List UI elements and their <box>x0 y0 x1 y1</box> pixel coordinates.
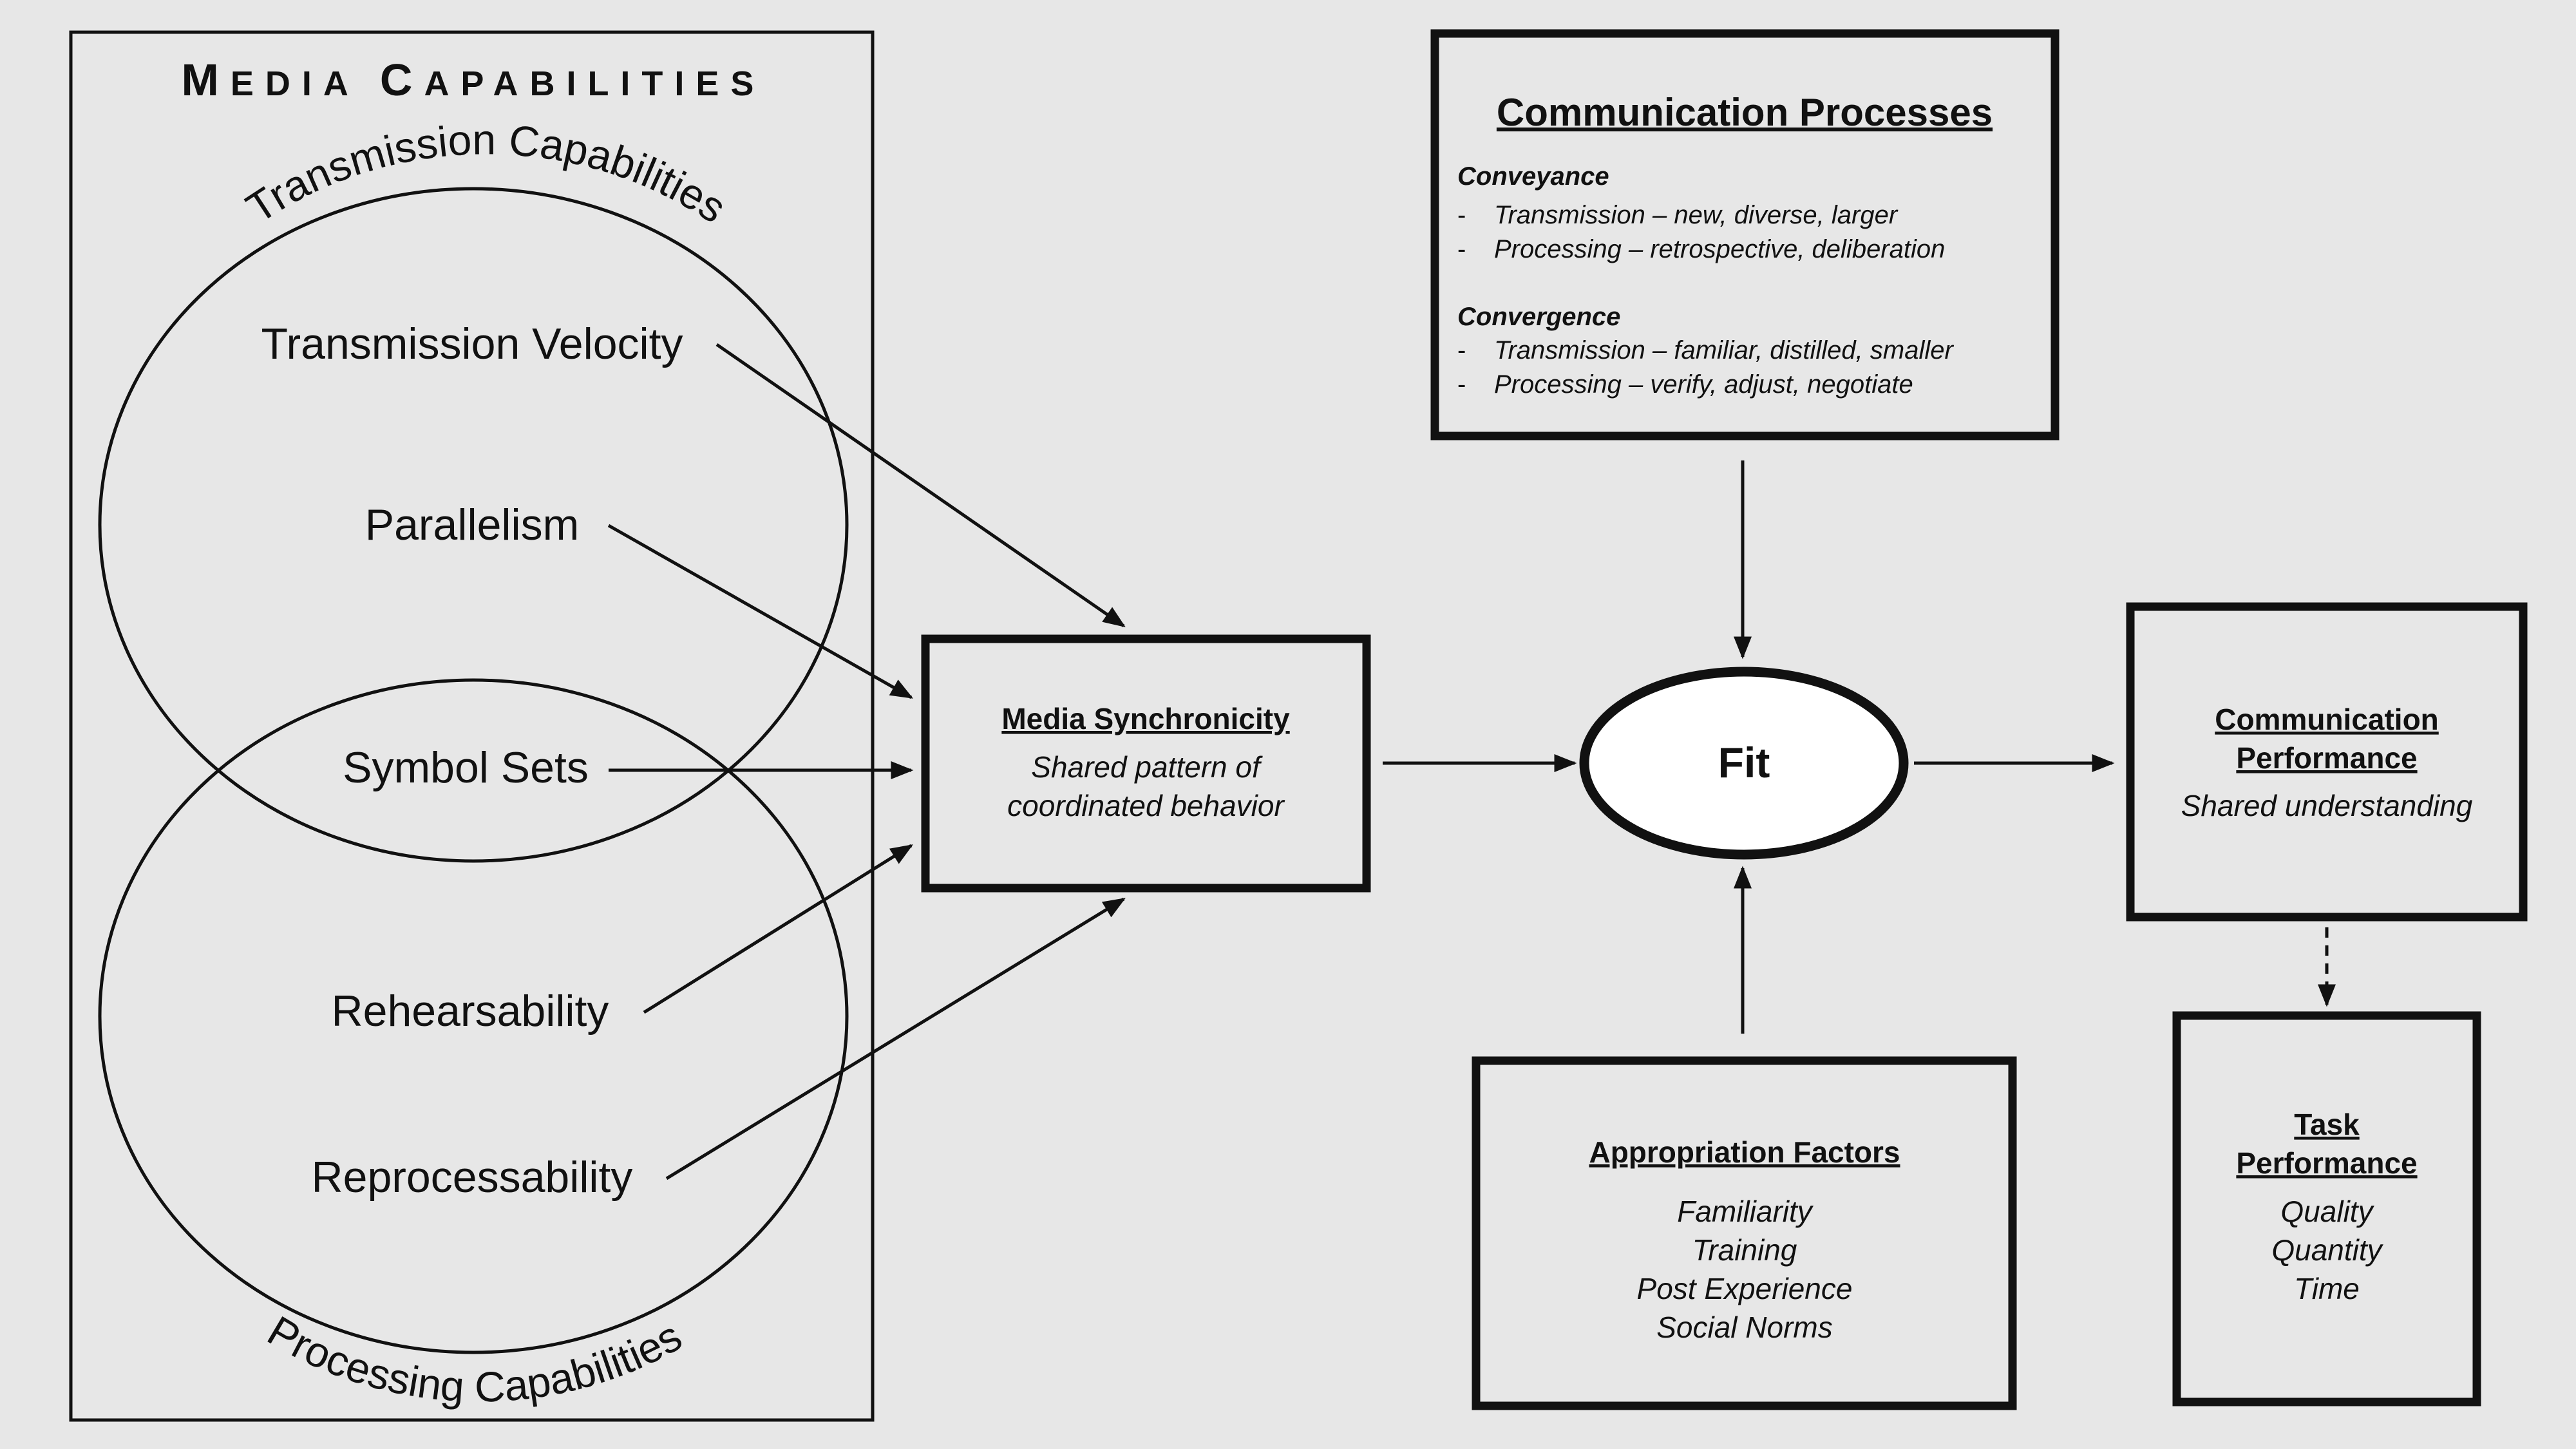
communication-performance-box <box>2126 602 2528 922</box>
media-synchronicity-title: Media Synchronicity <box>1001 702 1290 735</box>
appropriation-factor-2: Training <box>1692 1233 1797 1267</box>
appropriation-factor-1: Familiarity <box>1677 1195 1814 1228</box>
communication-processes-title: Communication Processes <box>1497 91 1993 134</box>
media-synchronicity-desc-line1: Shared pattern of <box>1031 750 1263 784</box>
conveyance-bullet-2: - <box>1457 235 1466 263</box>
communication-performance-title-line2: Performance <box>2236 741 2417 775</box>
media-synchronicity-desc-line2: coordinated behavior <box>1007 789 1285 822</box>
appropriation-factor-3: Post Experience <box>1637 1272 1853 1305</box>
conveyance-item-1: Transmission – new, diverse, larger <box>1494 201 1899 229</box>
conveyance-bullet-1: - <box>1457 201 1466 229</box>
task-performance-item-1: Quality <box>2280 1195 2374 1228</box>
appropriation-factors-box <box>1472 1056 2017 1410</box>
task-performance-title-line2: Performance <box>2236 1146 2417 1180</box>
transmission-capabilities-label: Transmission Capabilities <box>238 115 734 232</box>
media-capabilities-panel <box>69 30 875 1422</box>
fit-label: Fit <box>1718 739 1770 786</box>
appropriation-factors-title: Appropriation Factors <box>1589 1135 1900 1169</box>
communication-performance-desc: Shared understanding <box>2181 789 2473 822</box>
convergence-heading: Convergence <box>1457 303 1620 331</box>
arrow-reprocessability <box>665 897 1126 1180</box>
arrow-rehearsability <box>643 844 913 1014</box>
conveyance-item-2: Processing – retrospective, deliberation <box>1494 235 1945 263</box>
task-performance-title-line1: Task <box>2294 1108 2360 1141</box>
arrow-transmission-velocity <box>715 343 1126 628</box>
arrow-parallelism <box>607 524 914 699</box>
transmission-velocity-label: Transmission Velocity <box>261 319 683 368</box>
reprocessability-label: Reprocessability <box>312 1153 633 1202</box>
parallelism-label: Parallelism <box>365 500 580 549</box>
task-performance-item-3: Time <box>2294 1272 2360 1305</box>
task-performance-box <box>2172 1011 2481 1406</box>
convergence-bullet-1: - <box>1457 336 1466 365</box>
media-capabilities-title: MEDIA CAPABILITIES <box>182 55 766 105</box>
processing-capabilities-circle <box>98 678 849 1354</box>
communication-performance-title-line1: Communication <box>2215 703 2439 736</box>
convergence-bullet-2: - <box>1457 370 1466 399</box>
transmission-capabilities-circle <box>98 187 849 863</box>
media-synchronicity-box <box>921 634 1371 893</box>
task-performance-item-2: Quantity <box>2271 1233 2383 1267</box>
appropriation-factor-4: Social Norms <box>1656 1311 1833 1344</box>
symbol-sets-label: Symbol Sets <box>343 743 589 792</box>
fit-ellipse <box>1579 667 1909 860</box>
convergence-item-1: Transmission – familiar, distilled, smal… <box>1494 336 1954 365</box>
communication-processes-box <box>1430 29 2060 440</box>
convergence-item-2: Processing – verify, adjust, negotiate <box>1494 370 1913 399</box>
conveyance-heading: Conveyance <box>1457 162 1609 191</box>
rehearsability-label: Rehearsability <box>332 987 609 1036</box>
